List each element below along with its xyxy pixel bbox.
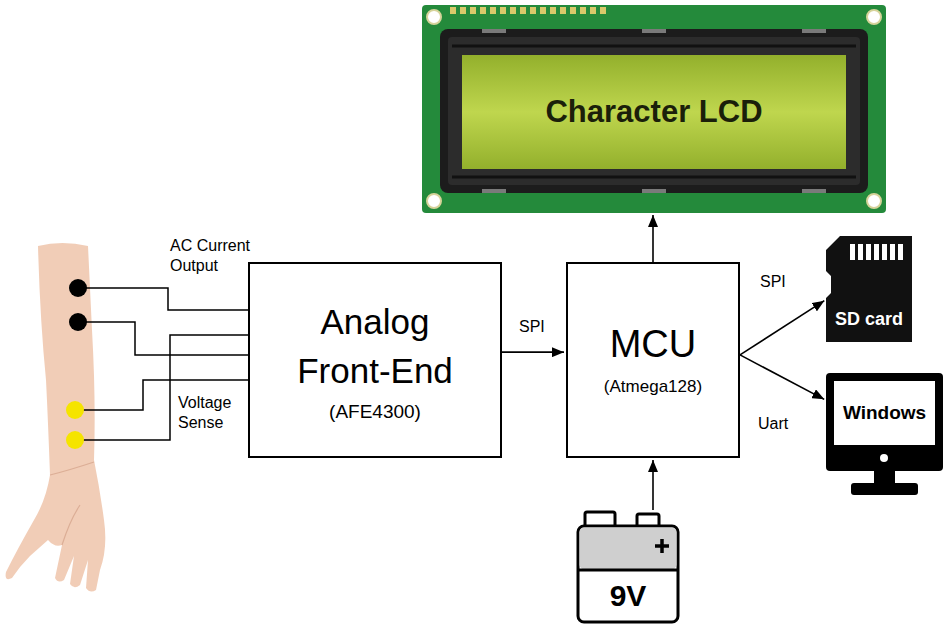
signal-arrow: [740, 301, 824, 355]
node-subtitle: (Atmega128): [604, 377, 702, 397]
node-title: SD card: [835, 309, 903, 330]
current-electrode: [69, 313, 87, 331]
header-pad: [470, 7, 476, 14]
header-pad: [540, 7, 546, 14]
signal-arrow: [740, 355, 824, 399]
wire: [78, 288, 248, 310]
mounting-hole: [867, 10, 881, 24]
sd-contact: [890, 244, 895, 260]
sd-contact: [898, 244, 903, 260]
node-subtitle: (AFE4300): [329, 401, 421, 423]
bezel-tab: [482, 189, 506, 193]
lcd-module: Character LCD: [422, 5, 886, 213]
battery-body: [578, 526, 678, 622]
signal-arrow: [502, 351, 564, 353]
mounting-hole: [867, 194, 881, 208]
header-pad: [490, 7, 496, 14]
text-area: 9V: [581, 572, 675, 620]
header-pad: [500, 7, 506, 14]
header-pad: [450, 7, 456, 14]
header-pad: [520, 7, 526, 14]
arm-shape: [6, 243, 106, 592]
text-area: SD card: [829, 300, 909, 338]
bezel-tab: [642, 189, 666, 193]
sd-contact: [850, 244, 855, 260]
battery-band: [580, 528, 677, 570]
bezel-tab: [482, 29, 506, 33]
node-title: MCU: [610, 323, 697, 367]
lcd-frame: [448, 37, 860, 185]
monitor-frame: [826, 373, 943, 471]
monitor-base: [851, 483, 918, 495]
header-pad: [480, 7, 486, 14]
sense-electrode: [66, 431, 84, 449]
bezel-line: [452, 45, 856, 48]
header-pad: [560, 7, 566, 14]
header-pad: [570, 7, 576, 14]
sd-contact: [866, 244, 871, 260]
monitor-screen: [834, 381, 935, 445]
bus-label: SPI: [758, 272, 788, 291]
monitor-neck: [874, 471, 895, 484]
header-pad: [590, 7, 596, 14]
node-title: Analog Front-End: [275, 297, 475, 395]
plus-symbol: [660, 539, 664, 553]
sd-card-body: [826, 236, 912, 342]
sense-electrode: [66, 401, 84, 419]
battery-divider: [578, 569, 678, 572]
header-pad: [550, 7, 556, 14]
node-title: Character LCD: [545, 94, 762, 130]
bezel-tab: [802, 189, 826, 193]
header-pad: [510, 7, 516, 14]
bus-label: Uart: [756, 414, 790, 433]
header-pad: [580, 7, 586, 14]
monitor-icon: Windows: [826, 373, 943, 497]
sd-contact: [858, 244, 863, 260]
bezel-line: [452, 176, 856, 179]
mounting-hole: [427, 10, 441, 24]
sd-contact: [874, 244, 879, 260]
current-electrode: [69, 279, 87, 297]
header-pad: [600, 7, 606, 14]
header-pad: [530, 7, 536, 14]
sd-card-icon: SD card: [826, 236, 912, 342]
node-title: Windows: [843, 402, 926, 424]
wire: [78, 322, 248, 355]
mounting-hole: [427, 194, 441, 208]
power-button: [880, 454, 888, 462]
text-area: Analog Front-End (AFE4300): [260, 274, 490, 446]
signal-label: AC Current Output: [170, 236, 282, 276]
text-area: Character LCD: [462, 55, 846, 169]
process-box: Analog Front-End (AFE4300): [248, 262, 502, 458]
process-box: MCU (Atmega128): [566, 262, 740, 458]
header-pad: [460, 7, 466, 14]
node-outline: [826, 373, 943, 497]
lcd-screen: [462, 55, 846, 169]
signal-arrow: [652, 215, 654, 262]
text-area: Windows: [834, 381, 935, 445]
sd-contact: [882, 244, 887, 260]
node-title: 9V: [610, 579, 647, 614]
battery-icon: 9V: [575, 510, 681, 625]
bus-label: SPI: [517, 317, 547, 336]
pcb-board: [422, 5, 886, 213]
bezel-tab: [642, 29, 666, 33]
lcd-bezel: [440, 29, 868, 193]
signal-arrow: [652, 460, 654, 510]
bezel-tab: [802, 29, 826, 33]
signal-label: Voltage Sense: [178, 393, 250, 433]
arm-shade: [50, 462, 94, 545]
text-area: MCU (Atmega128): [576, 274, 730, 446]
